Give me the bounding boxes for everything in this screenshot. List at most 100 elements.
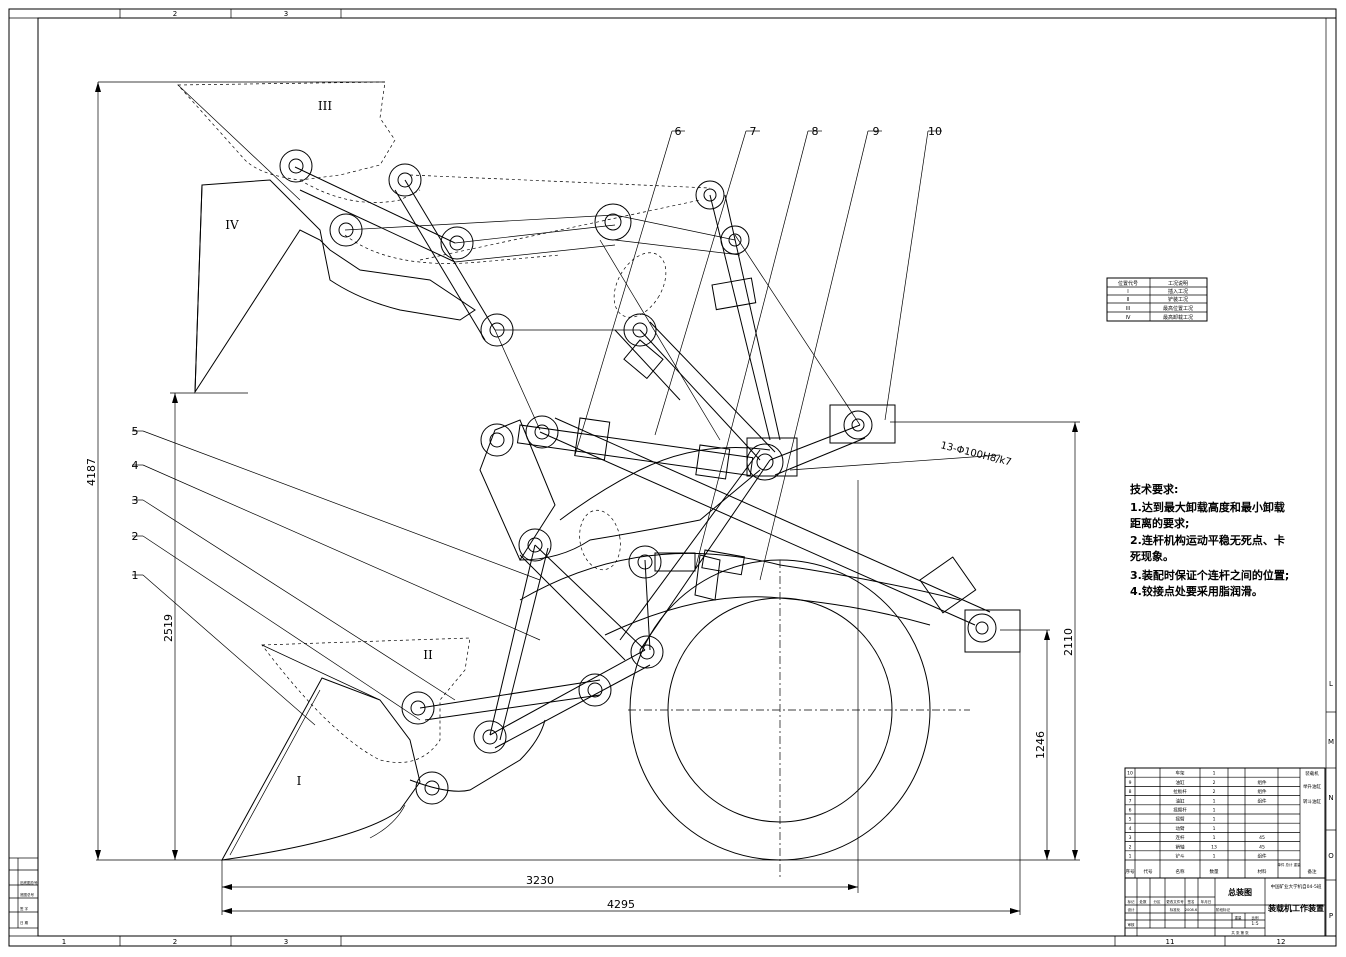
zone-side-O: O	[1328, 852, 1334, 860]
parts-header-no: 序号	[1126, 868, 1135, 875]
wheel	[519, 552, 970, 878]
part-label-9: 9	[873, 125, 880, 138]
zone-bottom-12: 12	[1277, 938, 1286, 946]
parts-cell-no: 4	[1129, 826, 1132, 832]
tb-date: 2008.6	[1185, 908, 1197, 912]
school-name: 中国矿业大学机自04-5班	[1271, 883, 1322, 890]
pos-label-III: III	[318, 99, 332, 113]
part-label-8: 8	[812, 125, 819, 138]
side-note-1: 装载机	[1305, 770, 1319, 777]
tb-role-1: 处数	[1140, 899, 1148, 904]
parts-cell-name: 动臂	[1176, 825, 1185, 832]
bucket-position-III	[177, 81, 396, 201]
tb-role-0: 标记	[1128, 899, 1136, 904]
tb-role2-4: 比例	[1252, 915, 1260, 920]
strip-text-4: 日 期	[20, 920, 29, 925]
dim-4295: 4295	[607, 898, 635, 911]
dim-4187: 4187	[85, 458, 98, 486]
pos-label-IV: IV	[225, 218, 239, 232]
dim-2519: 2519	[162, 614, 175, 642]
product-name: 装载机工作装置	[1267, 903, 1324, 913]
sheet-frame	[8, 8, 1337, 947]
left-strip: 旧底图总号 底图总号 签 字 日 期	[8, 857, 39, 929]
parts-cell-note: 组件	[1258, 788, 1267, 795]
parts-cell-no: 9	[1129, 780, 1132, 786]
zone-side-L: L	[1329, 680, 1333, 688]
parts-cell-name: 车架	[1176, 770, 1185, 777]
parts-cell-qty: 1	[1213, 826, 1216, 832]
part-label-7: 7	[750, 125, 757, 138]
tb-role-5: 年月日	[1201, 899, 1212, 904]
tech-line-5: 3.装配时保证个连杆之间的位置;	[1130, 568, 1289, 582]
parts-header-code: 代号	[1144, 868, 1153, 875]
parts-cell-qty: 2	[1213, 780, 1216, 786]
parts-cell-name: 销轴	[1176, 843, 1185, 850]
zone-side-M: M	[1328, 738, 1334, 746]
parts-cell-no: 2	[1129, 844, 1132, 850]
zone-top-3: 3	[284, 10, 288, 18]
bucket-position-II	[261, 637, 471, 763]
drawing-title: 总装图	[1228, 887, 1252, 897]
part-number-labels: 6 7 8 9 10 5 4 3 2 1	[132, 125, 943, 582]
parts-cell-name: 铲斗	[1176, 853, 1185, 860]
pin-spec-label: 13-Φ100H8/k7	[939, 440, 1012, 468]
parts-header-material: 材料	[1258, 868, 1267, 875]
parts-header-weight: 单件 总计 重量	[1277, 862, 1301, 867]
part-label-4: 4	[132, 459, 139, 472]
zone-bottom-2: 2	[173, 938, 177, 946]
dim-1246: 1246	[1034, 731, 1047, 759]
tech-title: 技术要求:	[1130, 482, 1178, 496]
pos-table-r4c1: IV	[1126, 315, 1131, 321]
pos-table-r3c2: 最高位置工况	[1163, 305, 1193, 312]
position-labels: I II III IV	[225, 99, 433, 788]
parts-cell-name: 油缸	[1176, 779, 1185, 786]
strip-text-3: 签 字	[20, 906, 29, 911]
pos-table-r1c2: 插入工况	[1168, 288, 1188, 295]
title-block: 总装图 装载机工作装置 中国矿业大学机自04-5班 1:5 标记 处数 分区 更…	[1124, 877, 1326, 937]
pos-table-r1c1: I	[1127, 289, 1128, 295]
zone-side-N: N	[1328, 794, 1333, 802]
parts-cell-name: 摇臂杆	[1173, 807, 1187, 814]
parts-cell-qty: 1	[1213, 854, 1216, 860]
parts-cell-qty: 1	[1213, 771, 1216, 777]
tb-role2-0: 设计	[1128, 907, 1136, 912]
zone-bottom-11: 11	[1166, 938, 1175, 946]
pos-table-r3c1: III	[1126, 306, 1130, 312]
bucket-position-I	[221, 677, 546, 861]
part-label-6: 6	[675, 125, 682, 138]
pins	[279, 149, 997, 805]
tech-line-6: 4.铰接点处要采用脂润滑。	[1130, 584, 1263, 598]
parts-cell-name: 油缸	[1176, 797, 1185, 804]
scale-value: 1:5	[1251, 921, 1258, 927]
parts-cell-name: 摇臂	[1176, 816, 1185, 823]
zone-top-2: 2	[173, 10, 177, 18]
dimension-texts: 4187 2519 3230 4295 2110 1246	[85, 458, 1075, 911]
parts-cell-note: 45	[1259, 835, 1265, 841]
tech-requirements: 技术要求: 1.达到最大卸载高度和最小卸载 距离的要求; 2.连杆机构运动平稳无…	[1130, 482, 1289, 598]
zone-bottom-3: 3	[284, 938, 288, 946]
tb-role3-0: 审核	[1128, 922, 1136, 927]
strip-text-1: 旧底图总号	[20, 880, 38, 885]
bucket-position-IV	[194, 179, 476, 394]
parts-cell-no: 1	[1129, 854, 1132, 860]
pos-table-h1: 位置代号	[1118, 280, 1138, 287]
dim-2110: 2110	[1062, 628, 1075, 656]
pos-table-h2: 工况说明	[1168, 280, 1188, 287]
zone-labels: 2 3 1 2 3 11 12 L M N O P	[62, 10, 1334, 946]
parts-cell-name: 连杆	[1176, 834, 1185, 841]
tech-line-3: 2.连杆机构运动平稳无死点、卡	[1130, 533, 1285, 547]
parts-cell-no: 5	[1129, 817, 1132, 823]
part-label-3: 3	[132, 494, 139, 507]
part-label-5: 5	[132, 425, 139, 438]
frame-body	[479, 252, 1021, 653]
side-note-2: 举升油缸	[1303, 783, 1321, 790]
tb-role-3: 更改文件号	[1166, 899, 1184, 904]
parts-cell-no: 8	[1129, 789, 1132, 795]
tb-role-4: 签名	[1188, 899, 1195, 904]
parts-cell-no: 7	[1129, 798, 1132, 804]
dimension-lines	[95, 81, 1080, 915]
parts-cell-note: 组件	[1258, 779, 1267, 786]
side-note-3: 转斗油缸	[1303, 798, 1321, 805]
